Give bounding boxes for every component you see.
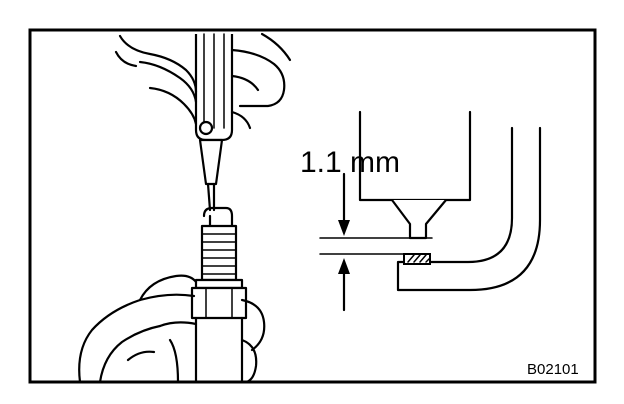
lower-hand (78, 274, 266, 384)
upper-hand-with-feeler-gauge (114, 32, 292, 212)
figure-code: B02101 (527, 361, 579, 378)
gap-dimension-label: 1.1 mm (300, 146, 400, 179)
figure-frame (28, 28, 597, 384)
spark-plug (190, 206, 248, 384)
gap-detail: 1.1 mm (300, 110, 542, 312)
